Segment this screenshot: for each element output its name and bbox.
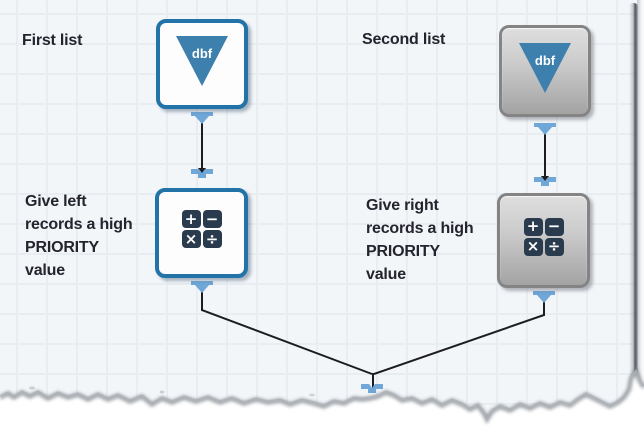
divide-tile: ÷ — [202, 230, 222, 248]
minus-tile: − — [544, 217, 564, 236]
output-anchor-second-dbf[interactable] — [534, 123, 556, 135]
plus-tile: + — [181, 210, 201, 228]
node-right-formula[interactable]: + − × ÷ — [497, 193, 590, 288]
node-left-formula[interactable]: + − × ÷ — [155, 188, 248, 278]
paper-speck — [309, 393, 315, 397]
wire-arrowhead-icon — [198, 168, 206, 174]
input-anchor-left-formula[interactable] — [191, 169, 213, 178]
output-anchor-first-dbf[interactable] — [191, 112, 213, 124]
input-anchor-right-formula[interactable] — [534, 177, 556, 186]
annotation-give-left[interactable]: Give left records a high PRIORITY value — [25, 193, 133, 279]
annotation-give-right[interactable]: Give right records a high PRIORITY value — [366, 197, 474, 283]
node-second-list-input[interactable]: dbf — [499, 25, 591, 117]
dbf-file-icon: dbf — [519, 43, 571, 93]
dbf-icon-label: dbf — [534, 53, 556, 68]
output-anchor-left-formula[interactable] — [191, 281, 213, 293]
divide-tile: ÷ — [544, 237, 564, 256]
annotation-second-list[interactable]: Second list — [362, 31, 446, 48]
dbf-icon-label: dbf — [191, 46, 213, 61]
output-anchor-right-formula[interactable] — [533, 291, 555, 303]
multiply-tile: × — [181, 230, 201, 248]
calculator-icon: + − × ÷ — [523, 217, 564, 256]
node-first-list-input[interactable]: dbf — [156, 19, 248, 109]
minus-tile: − — [202, 210, 222, 228]
input-anchor-join[interactable] — [361, 384, 383, 393]
page-edge — [629, 3, 638, 384]
paper-speck — [159, 390, 165, 394]
wire-arrowhead-icon — [541, 176, 549, 182]
paper-speck — [29, 386, 35, 390]
calculator-icon: + − × ÷ — [181, 210, 222, 248]
multiply-tile: × — [523, 237, 543, 256]
dbf-file-icon: dbf — [176, 36, 228, 86]
plus-tile: + — [523, 217, 543, 236]
page-margin — [637, 0, 644, 390]
annotation-first-list[interactable]: First list — [22, 32, 83, 49]
